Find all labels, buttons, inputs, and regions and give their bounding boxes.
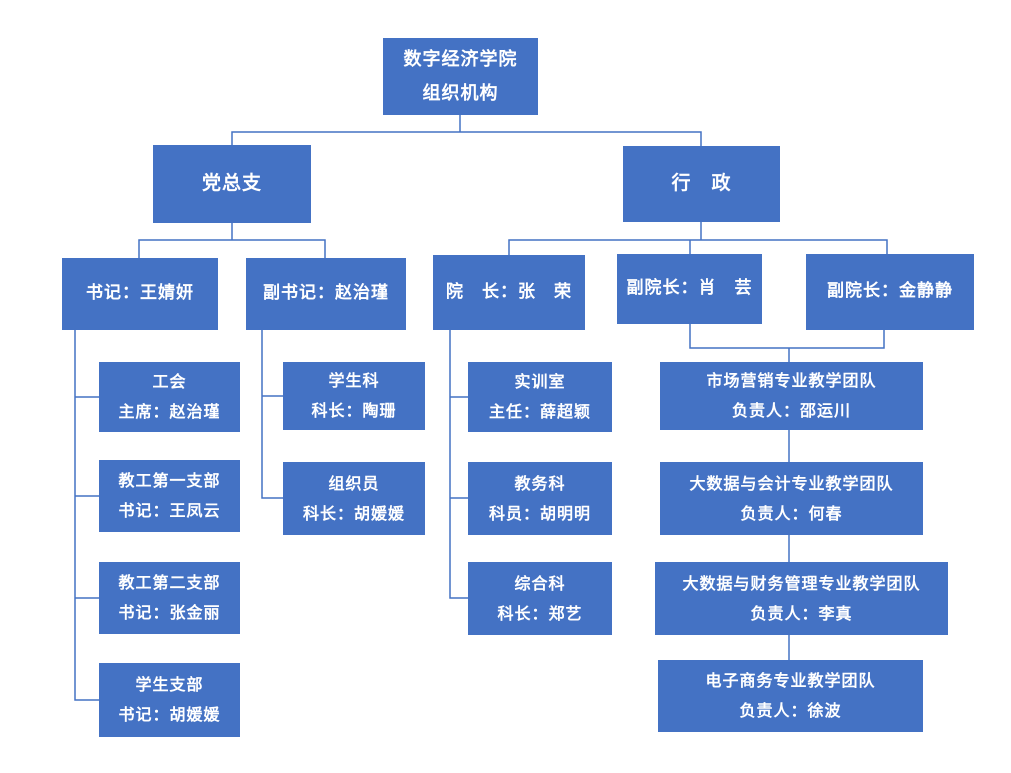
org-box-student-section: 学生科科长：陶珊 <box>283 362 425 430</box>
org-box-organizer-label: 科长：胡媛媛 <box>302 503 405 523</box>
org-box-training-room: 实训室主任：薛超颖 <box>468 362 612 432</box>
connector-segment <box>508 239 888 255</box>
connector-segment <box>449 330 468 599</box>
org-box-administration-label: 行 政 <box>671 172 732 195</box>
org-box-party-branch-label: 党总支 <box>201 172 262 195</box>
org-box-general-section: 综合科科长：郑艺 <box>468 562 612 635</box>
org-box-vice-secretary: 副书记：赵治瑾 <box>246 258 406 330</box>
org-box-vice-dean-jin-label: 副院长：金静静 <box>827 281 953 302</box>
org-box-vice-dean-xiao-label: 副院长：肖 芸 <box>626 278 753 299</box>
org-box-student-branch: 学生支部书记：胡媛媛 <box>99 663 240 737</box>
org-box-faculty-branch-2: 教工第二支部书记：张金丽 <box>99 562 240 634</box>
org-box-vice-dean-xiao: 副院长：肖 芸 <box>617 254 762 324</box>
org-box-team-ecommerce-label: 负责人：徐波 <box>739 701 842 720</box>
connector-segment <box>261 330 283 499</box>
org-box-student-section-label: 科长：陶珊 <box>311 401 397 420</box>
org-box-general-section-label: 综合科 <box>514 573 566 593</box>
connector-segment <box>138 239 326 258</box>
org-box-labor-union-label: 主席：赵治瑾 <box>118 402 221 421</box>
org-box-team-marketing-label: 负责人：邵运川 <box>731 401 851 420</box>
org-box-team-finance: 大数据与财务管理专业教学团队负责人：李真 <box>655 562 948 635</box>
org-box-vice-dean-jin: 副院长：金静静 <box>806 254 974 330</box>
org-box-faculty-branch-2-label: 书记：张金丽 <box>118 603 221 622</box>
org-box-academic-section-label: 科员：胡明明 <box>488 503 591 523</box>
connector-segment <box>74 330 99 701</box>
org-box-student-section-label: 学生科 <box>328 371 380 391</box>
org-box-team-marketing: 市场营销专业教学团队负责人：邵运川 <box>660 362 923 430</box>
org-box-labor-union-label: 工会 <box>152 372 187 392</box>
org-box-academic-section: 教务科科员：胡明明 <box>468 462 612 535</box>
org-box-team-accounting-label: 大数据与会计专业教学团队 <box>689 473 894 493</box>
org-box-labor-union: 工会主席：赵治瑾 <box>99 362 240 432</box>
org-box-training-room-label: 实训室 <box>514 372 566 392</box>
org-box-administration: 行 政 <box>623 146 780 222</box>
org-box-secretary: 书记：王婧妍 <box>62 258 218 330</box>
org-box-dean-label: 院 长：张 荣 <box>446 281 572 302</box>
org-box-faculty-branch-1-label: 书记：王凤云 <box>118 501 221 520</box>
org-box-vice-secretary-label: 副书记：赵治瑾 <box>263 283 389 304</box>
org-box-root-label: 组织机构 <box>422 82 499 104</box>
org-box-secretary-label: 书记：王婧妍 <box>86 283 194 304</box>
connector-segment <box>689 324 885 349</box>
org-box-dean: 院 长：张 荣 <box>433 255 585 330</box>
org-box-general-section-label: 科长：郑艺 <box>497 603 583 623</box>
org-box-faculty-branch-1: 教工第一支部书记：王凤云 <box>99 460 240 532</box>
org-box-team-accounting-label: 负责人：何春 <box>740 503 843 523</box>
org-box-team-marketing-label: 市场营销专业教学团队 <box>706 371 877 391</box>
org-box-team-ecommerce-label: 电子商务专业教学团队 <box>705 671 876 691</box>
org-box-academic-section-label: 教务科 <box>514 473 566 493</box>
org-box-team-finance-label: 大数据与财务管理专业教学团队 <box>682 573 921 593</box>
org-box-root: 数字经济学院组织机构 <box>383 38 538 115</box>
org-box-organizer: 组织员科长：胡媛媛 <box>283 462 425 535</box>
org-box-team-finance-label: 负责人：李真 <box>750 603 853 623</box>
org-box-faculty-branch-1-label: 教工第一支部 <box>118 471 221 491</box>
org-box-training-room-label: 主任：薛超颖 <box>488 402 591 421</box>
org-box-team-accounting: 大数据与会计专业教学团队负责人：何春 <box>660 462 923 535</box>
org-box-student-branch-label: 书记：胡媛媛 <box>118 705 221 724</box>
org-box-organizer-label: 组织员 <box>328 473 380 493</box>
org-box-faculty-branch-2-label: 教工第二支部 <box>118 573 221 593</box>
connector-segment <box>231 131 702 146</box>
org-box-root-label: 数字经济学院 <box>403 49 518 71</box>
org-box-team-ecommerce: 电子商务专业教学团队负责人：徐波 <box>658 660 923 732</box>
org-box-student-branch-label: 学生支部 <box>135 675 204 695</box>
org-box-party-branch: 党总支 <box>153 145 311 223</box>
